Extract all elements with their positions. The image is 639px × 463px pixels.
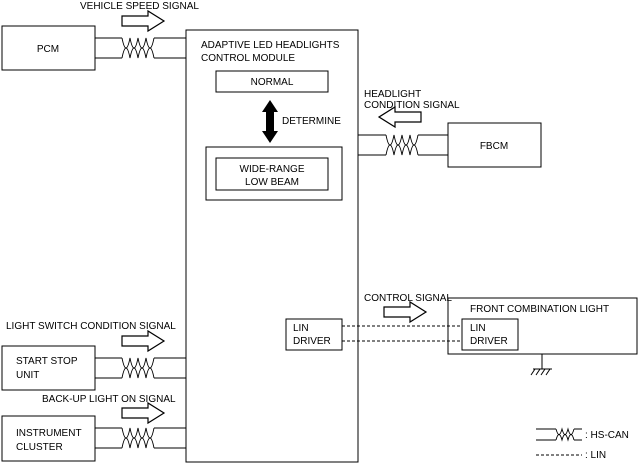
lin-link xyxy=(342,325,462,342)
instrument-cluster-line2: CLUSTER xyxy=(16,442,63,453)
right-arrow-icon xyxy=(383,300,428,324)
start-stop-unit: START STOP UNIT xyxy=(1,345,96,391)
flc-lin-driver-line2: DRIVER xyxy=(470,336,508,347)
lin-driver-label-line2: DRIVER xyxy=(293,336,331,347)
wide-range-low-beam-outer: WIDE-RANGE LOW BEAM xyxy=(205,146,343,201)
front-combination-light: FRONT COMBINATION LIGHT LIN DRIVER xyxy=(447,297,638,355)
headlight-condition-signal-line2: CONDITION SIGNAL xyxy=(364,100,460,111)
pcm-label: PCM xyxy=(37,44,59,55)
module-title-line2: CONTROL MODULE xyxy=(201,53,295,64)
legend-hs-can-symbol xyxy=(536,427,582,442)
right-arrow-icon xyxy=(121,329,166,353)
lin-driver-label-line1: LIN xyxy=(293,323,309,334)
hs-can-link-pcm xyxy=(95,37,186,59)
start-stop-unit-line2: UNIT xyxy=(16,370,39,381)
pcm: PCM xyxy=(1,25,96,71)
wide-range-label: WIDE-RANGE xyxy=(240,164,305,175)
double-arrow-icon xyxy=(262,100,278,143)
ground-icon xyxy=(530,354,552,376)
fbcm-label: FBCM xyxy=(480,141,508,152)
normal-box: NORMAL xyxy=(215,70,329,93)
instrument-cluster: INSTRUMENT CLUSTER xyxy=(1,415,96,462)
left-arrow-icon xyxy=(377,105,422,129)
front-combination-light-label: FRONT COMBINATION LIGHT xyxy=(470,304,609,315)
legend-lin-label: : LIN xyxy=(585,450,606,461)
legend: : HS-CAN : LIN xyxy=(536,427,629,461)
flc-lin-driver-line1: LIN xyxy=(470,323,486,334)
hs-can-link-instrument-cluster xyxy=(95,427,186,449)
low-beam-label: LOW BEAM xyxy=(245,177,299,188)
legend-hs-can-label: : HS-CAN xyxy=(585,430,629,441)
determine-label: DETERMINE xyxy=(282,116,341,127)
fbcm: FBCM xyxy=(447,122,542,168)
normal-label: NORMAL xyxy=(251,77,294,88)
module-title-line1: ADAPTIVE LED HEADLIGHTS xyxy=(201,40,340,51)
control-signal-label: CONTROL SIGNAL xyxy=(364,293,452,304)
determine-arrow: DETERMINE xyxy=(262,100,341,143)
right-arrow-icon xyxy=(121,9,166,33)
instrument-cluster-line1: INSTRUMENT xyxy=(16,428,82,439)
headlight-condition-signal-line1: HEADLIGHT xyxy=(364,89,421,100)
vehicle-speed-signal-label: VEHICLE SPEED SIGNAL xyxy=(80,1,199,12)
backup-light-on-signal-label: BACK-UP LIGHT ON SIGNAL xyxy=(42,394,176,405)
hs-can-link-start-stop xyxy=(95,357,186,379)
lin-driver-module: LIN DRIVER xyxy=(285,318,343,351)
start-stop-unit-line1: START STOP xyxy=(16,356,78,367)
right-arrow-icon xyxy=(121,401,166,425)
hs-can-link-fbcm xyxy=(358,134,448,156)
light-switch-condition-signal-label: LIGHT SWITCH CONDITION SIGNAL xyxy=(6,321,176,332)
adaptive-led-headlights-control-module: ADAPTIVE LED HEADLIGHTS CONTROL MODULE N… xyxy=(185,29,359,463)
